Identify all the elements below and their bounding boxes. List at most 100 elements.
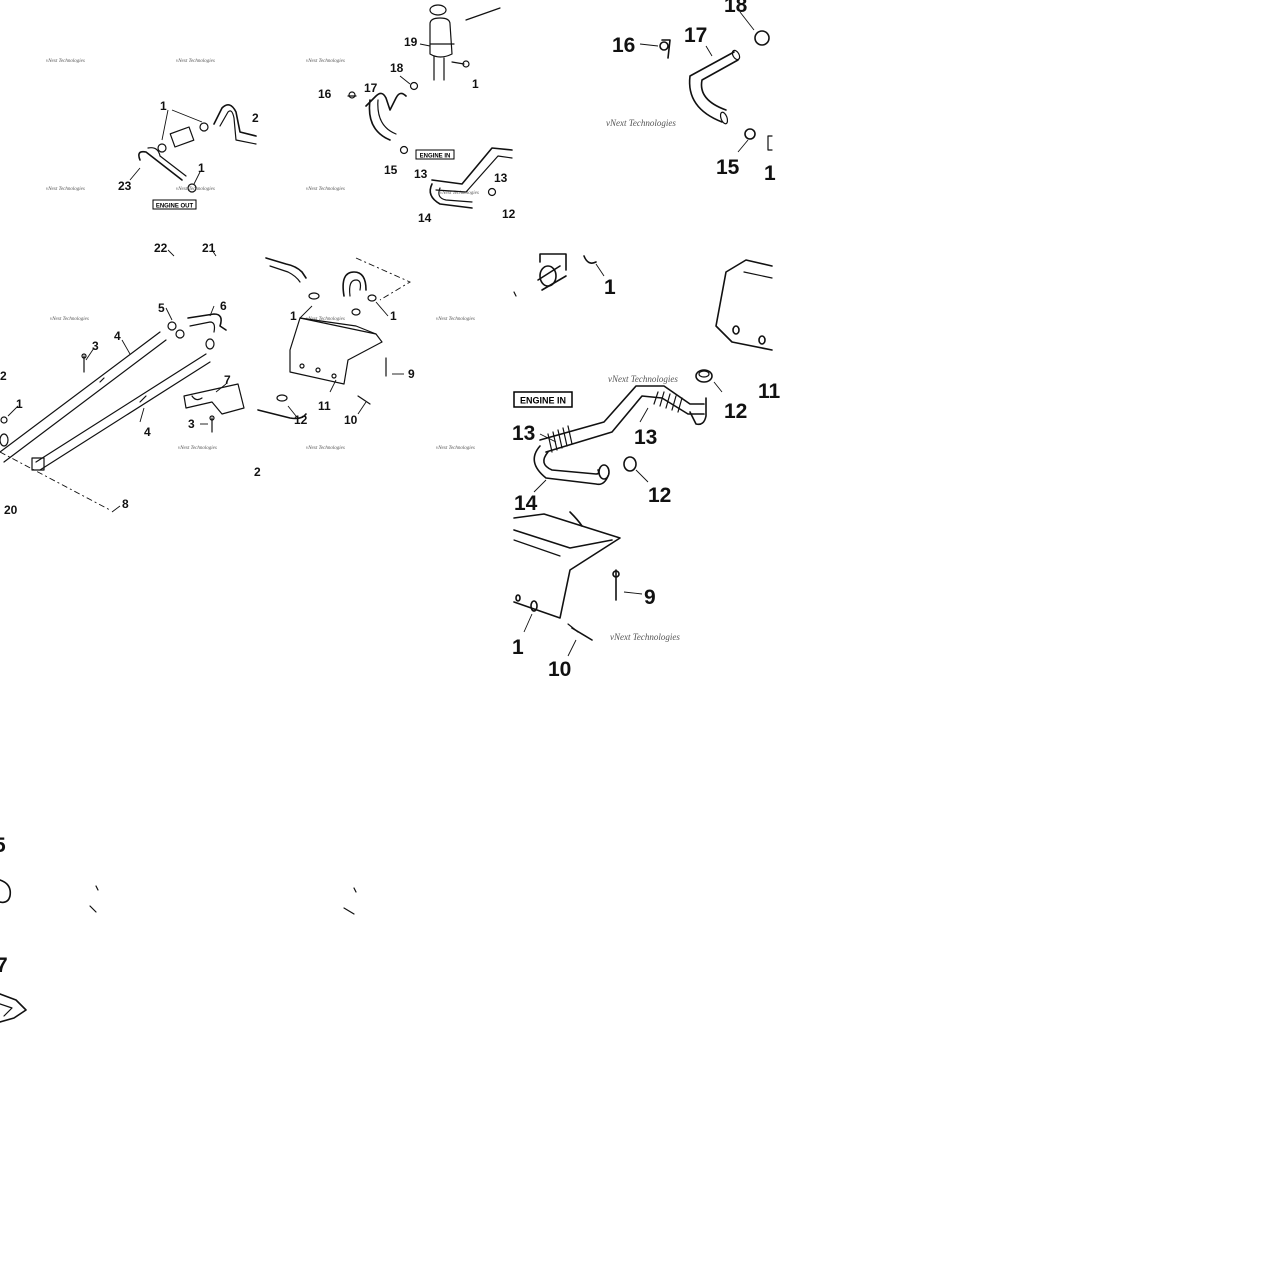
panel-reservoir-small: 19 18 1 16 17 15 ENGINE IN 13 13 14 12 <box>318 4 516 225</box>
clamp-ring <box>187 183 197 193</box>
callout-12: 12 <box>724 400 747 423</box>
hose-13 <box>431 147 513 185</box>
panel-cover-small: 1 1 9 11 12 10 2 <box>254 257 415 479</box>
callout-11: 11 <box>758 380 781 403</box>
callout-14: 14 <box>418 211 432 225</box>
callout-21: 21 <box>202 241 216 255</box>
callout-12: 12 <box>502 207 516 221</box>
hose-17 <box>368 99 391 141</box>
callout-1: 1 <box>290 309 297 323</box>
panel-engine-in-detail: 1 11 ENGINE IN 12 13 <box>512 253 781 681</box>
callout-11: 11 <box>318 399 331 413</box>
callout-1: 1 <box>512 636 524 659</box>
cover-11-large <box>715 259 773 351</box>
callout-18: 18 <box>390 61 404 75</box>
watermark: vNext Technologies <box>306 187 345 192</box>
callout-4: 4 <box>144 425 151 439</box>
hose-14-large <box>533 445 609 486</box>
clamp-12 <box>276 394 288 402</box>
clamp-ring <box>157 143 167 153</box>
callout-4: 4 <box>114 329 121 343</box>
callout-10: 10 <box>344 413 358 427</box>
callout-15: 15 <box>716 156 740 179</box>
engine-in-label: ENGINE IN <box>420 154 451 160</box>
callout-1: 1 <box>472 77 479 91</box>
callout-2: 2 <box>252 111 259 125</box>
callout-13: 13 <box>494 171 508 185</box>
watermark: vNext Technologies <box>46 59 85 64</box>
callout-14: 14 <box>514 492 538 515</box>
callout-22: 22 <box>154 241 168 255</box>
clamp-12 <box>487 187 497 197</box>
watermark-group: vNext Technologies vNext Technologies vN… <box>46 59 680 642</box>
hose-clamp-16 <box>348 91 356 99</box>
callout-23: 23 <box>118 179 132 193</box>
watermark: vNext Technologies <box>306 317 345 322</box>
watermark: vNext Technologies <box>46 187 85 192</box>
callout-1: 1 <box>16 397 23 411</box>
callout-7: 7 <box>224 373 231 387</box>
watermark: vNext Technologies <box>436 317 475 322</box>
rivet-10 <box>357 395 371 405</box>
panel-bottom-fragments: 5 7 <box>0 834 357 1023</box>
callout-9: 9 <box>408 367 415 381</box>
hose-return <box>342 271 367 297</box>
callout-6: 6 <box>220 299 227 313</box>
clip-7-large <box>0 993 27 1023</box>
hose-2 <box>213 104 257 137</box>
clamp-ring <box>199 122 209 132</box>
coolant-reservoir <box>429 17 453 58</box>
clamp-12-large <box>695 369 713 383</box>
callout-2: 2 <box>254 465 261 479</box>
callout-13: 13 <box>512 422 535 445</box>
callout-5: 5 <box>158 301 165 315</box>
panel-engine-out: 1 2 1 23 ENGINE OUT <box>118 99 259 210</box>
watermark: vNext Technologies <box>436 446 475 451</box>
panel-tunnel-coolers: 22 21 5 <box>0 241 245 517</box>
watermark: vNext Technologies <box>440 191 479 196</box>
hose-13-large <box>539 385 705 441</box>
dashed-path-8 <box>0 451 111 511</box>
watermark: vNext Technologies <box>306 446 345 451</box>
callout-17: 17 <box>684 24 707 47</box>
watermark: vNext Technologies <box>176 59 215 64</box>
engine-out-box <box>152 199 197 210</box>
hose-14 <box>429 183 473 209</box>
clip-7 <box>183 383 245 415</box>
callout-20: 20 <box>4 503 18 517</box>
callout-13: 13 <box>634 426 657 449</box>
callout-16: 16 <box>318 87 332 101</box>
watermark: vNext Technologies <box>50 317 89 322</box>
clamp-18-large <box>754 30 770 46</box>
callout-19: 19 <box>404 35 418 49</box>
heat-exchanger-4b <box>35 353 211 471</box>
callout-1: 1 <box>160 99 167 113</box>
hose-17-large <box>688 51 735 123</box>
callout-12: 12 <box>648 484 671 507</box>
watermark: vNext Technologies <box>610 632 680 642</box>
callout-1: 1 <box>604 276 616 299</box>
engine-in-box <box>415 149 455 160</box>
spring-coil-b <box>653 391 683 413</box>
callout-3: 3 <box>188 417 195 431</box>
watermark: vNext Technologies <box>608 374 678 384</box>
cover-11 <box>289 317 383 385</box>
dipstick <box>465 7 501 21</box>
callout-1: 1 <box>198 161 205 175</box>
connector-block <box>169 126 195 148</box>
callout-3: 3 <box>92 339 99 353</box>
engine-in-label-large: ENGINE IN <box>520 396 566 406</box>
watermark: vNext Technologies <box>306 59 345 64</box>
engine-out-label: ENGINE OUT <box>156 204 194 210</box>
callout-9: 9 <box>644 586 656 609</box>
callout-15: 15 <box>384 163 398 177</box>
clamp-16-large <box>661 39 671 59</box>
cover-lower-large <box>513 513 621 619</box>
callout-2: 2 <box>0 369 7 383</box>
callout-10: 10 <box>548 658 571 681</box>
hose-6 <box>187 313 227 331</box>
callout-17: 17 <box>364 81 378 95</box>
callout-8: 8 <box>122 497 129 511</box>
callout-18: 18 <box>724 0 748 17</box>
watermark: vNext Technologies <box>178 446 217 451</box>
